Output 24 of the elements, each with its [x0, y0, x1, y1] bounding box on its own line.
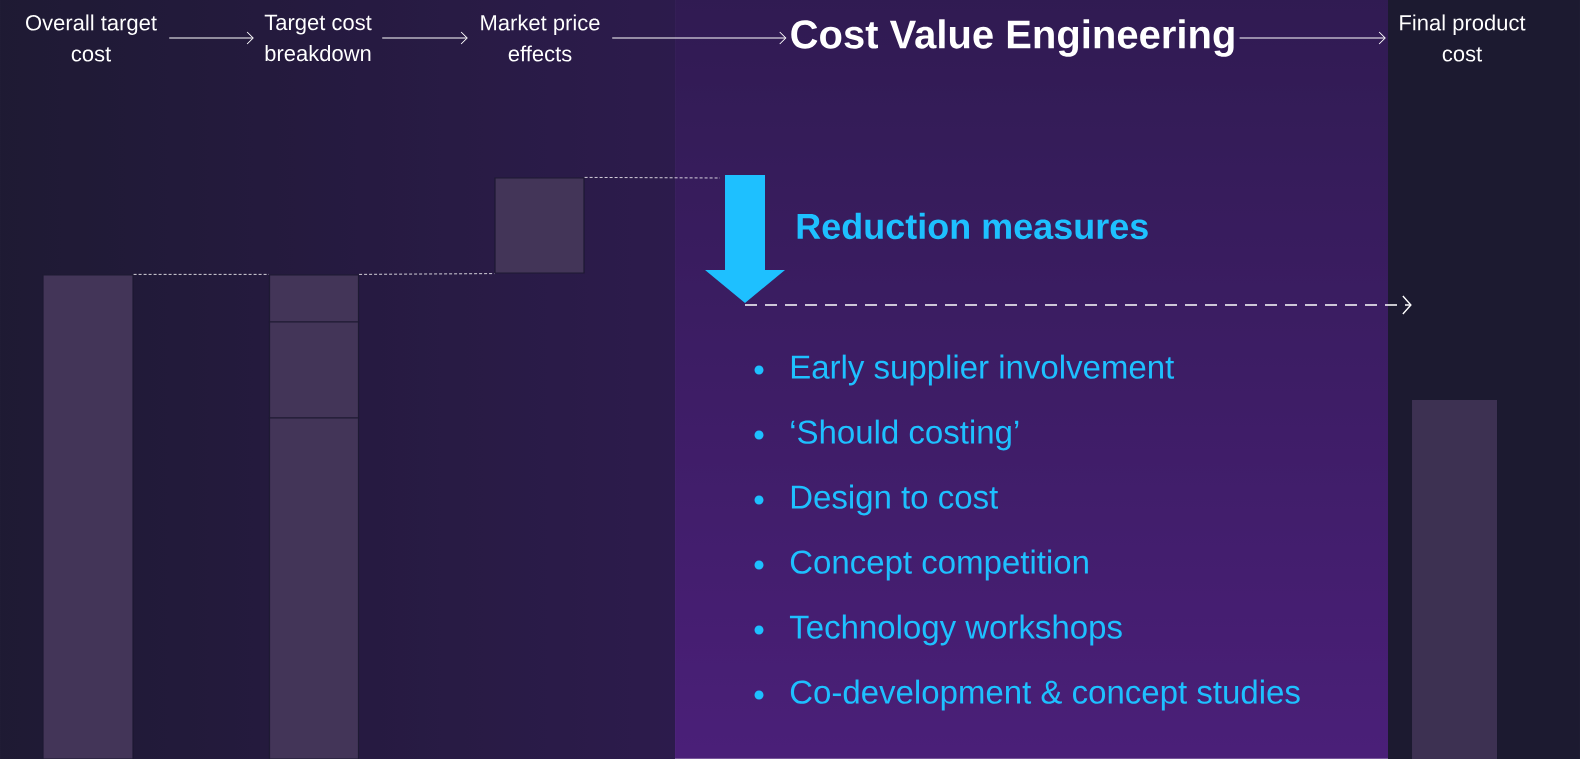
bullet-item: Co-development & concept studies [790, 679, 1300, 711]
result-bar [1412, 400, 1497, 759]
step-heading: Overall target cost [26, 14, 157, 62]
cost-bar [494, 177, 585, 274]
dashed-line [133, 274, 270, 275]
bullet-item: Concept competition [790, 549, 1088, 581]
dashed-line [584, 177, 721, 179]
flow-arrow [381, 31, 468, 45]
dashed-line [358, 273, 495, 275]
dashed-arrow [744, 295, 1412, 315]
bullet-item: Technology workshops [789, 614, 1122, 646]
cost-bar [42, 274, 134, 759]
flow-arrow [1239, 31, 1386, 45]
step-heading: Market price effects [481, 14, 600, 62]
subheading: Reduction measures [797, 212, 1148, 240]
step-heading: Target cost breakdown [264, 14, 372, 62]
bullet-item: Design to cost [791, 484, 998, 516]
flow-arrow [168, 31, 254, 45]
flow-arrow [611, 31, 787, 45]
step-heading: Final product cost [1400, 14, 1526, 62]
bullet-item: Early supplier involvement [791, 354, 1175, 386]
section-title: Cost Value Engineering [791, 19, 1234, 57]
cost-bar [268, 274, 360, 323]
bullet-item: ‘Should costing’ [791, 419, 1019, 451]
